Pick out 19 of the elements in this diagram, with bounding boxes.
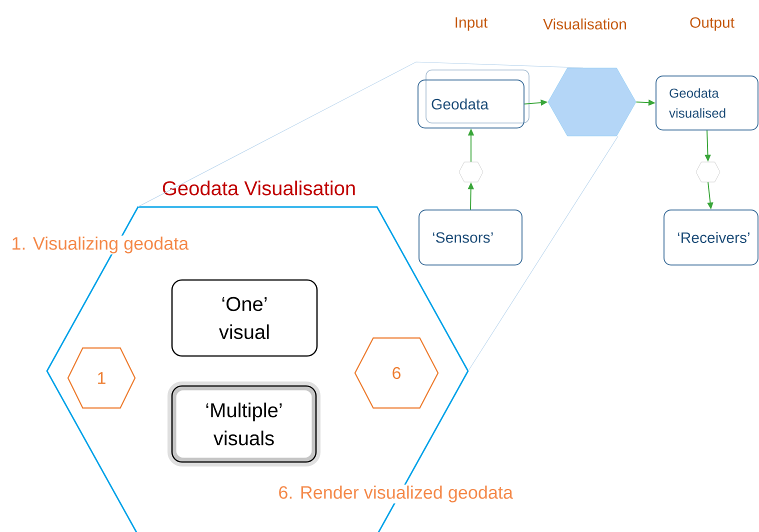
connector-line [138, 62, 584, 208]
process-box: ‘Receivers’ [664, 210, 759, 266]
rounded-box: ‘Multiple’ visuals [168, 382, 320, 466]
connector-line [468, 136, 618, 372]
hexagon [548, 68, 636, 136]
process-box: Geodata visualised [656, 76, 759, 130]
node-label: Geodata Visualisation [162, 180, 355, 196]
small-hexagon [696, 162, 720, 182]
step-hexagon: 1 [67, 347, 136, 409]
column-heading: Input [453, 16, 489, 32]
step-label: 6. Render visualized geodata [277, 484, 514, 504]
column-heading: Visualisation [542, 18, 628, 30]
rounded-box: ‘One’ visual [171, 279, 318, 357]
process-box: Geodata [418, 70, 530, 128]
step-label: 1. Visualizing geodata [10, 236, 190, 254]
small-hexagon [458, 162, 484, 182]
column-heading: Output [688, 16, 736, 32]
process-box: ‘Sensors’ [418, 210, 522, 266]
step-hexagon: 6 [354, 337, 439, 409]
